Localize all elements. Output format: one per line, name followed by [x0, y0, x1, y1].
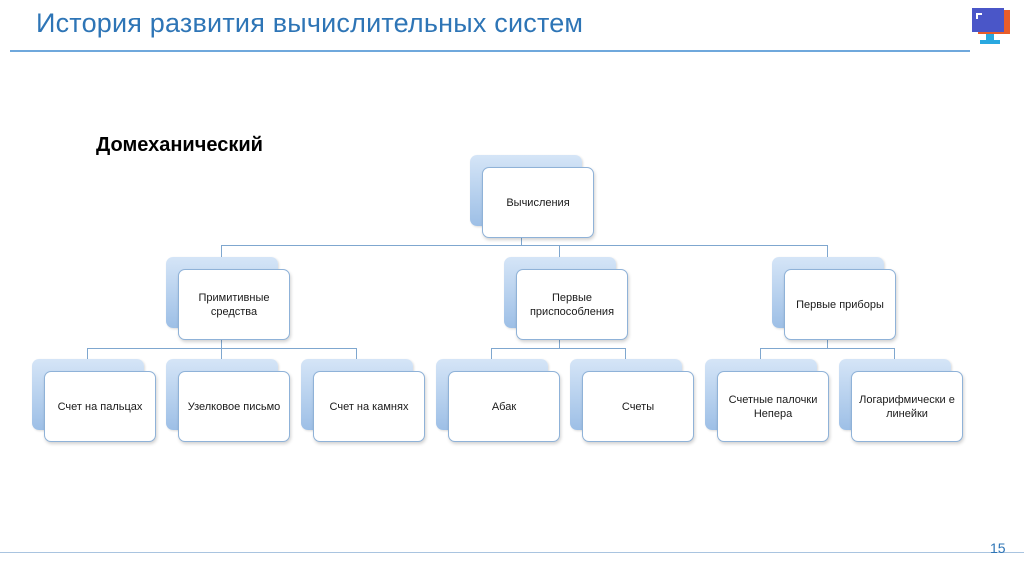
connector [894, 348, 895, 360]
connector [559, 340, 560, 349]
node-label: Счет на камнях [313, 371, 425, 442]
connector [356, 348, 357, 360]
diagram-node-first-instruments: Первые приборы [772, 257, 896, 340]
stage-heading: Домеханический [96, 134, 263, 156]
diagram-node-finger-counting: Счет на пальцах [32, 359, 156, 442]
node-label: Примитивные средства [178, 269, 290, 340]
connector [760, 348, 761, 360]
node-label: Первые приборы [784, 269, 896, 340]
connector [827, 340, 828, 349]
node-label: Абак [448, 371, 560, 442]
node-label: Вычисления [482, 167, 594, 238]
diagram-node-slide-rules: Логарифмически е линейки [839, 359, 963, 442]
diagram-node-root: Вычисления [470, 155, 594, 238]
diagram-node-knot-writing: Узелковое письмо [166, 359, 290, 442]
monitor-logo-icon [972, 8, 1010, 44]
connector [625, 348, 626, 360]
node-label: Счет на пальцах [44, 371, 156, 442]
connector [87, 348, 88, 360]
node-label: Логарифмически е линейки [851, 371, 963, 442]
connector [491, 348, 492, 360]
diagram-node-first-devices: Первые приспособления [504, 257, 628, 340]
diagram-node-counting-frame: Счеты [570, 359, 694, 442]
connector [221, 245, 222, 258]
title-underline [10, 50, 970, 52]
connector [827, 245, 828, 258]
connector [87, 348, 357, 349]
connector [760, 348, 895, 349]
diagram-node-napier-bones: Счетные палочки Непера [705, 359, 829, 442]
node-label: Счеты [582, 371, 694, 442]
connector [521, 237, 522, 246]
diagram-node-abacus: Абак [436, 359, 560, 442]
node-label: Первые приспособления [516, 269, 628, 340]
diagram-node-primitive-means: Примитивные средства [166, 257, 290, 340]
node-label: Узелковое письмо [178, 371, 290, 442]
connector [221, 245, 828, 246]
connector [221, 348, 222, 360]
slide-title: История развития вычислительных систем [36, 8, 584, 38]
diagram-node-stone-counting: Счет на камнях [301, 359, 425, 442]
connector [221, 340, 222, 349]
connector [491, 348, 626, 349]
footer-divider [0, 552, 1024, 553]
page-number: 15 [990, 540, 1006, 556]
node-label: Счетные палочки Непера [717, 371, 829, 442]
connector [559, 245, 560, 258]
